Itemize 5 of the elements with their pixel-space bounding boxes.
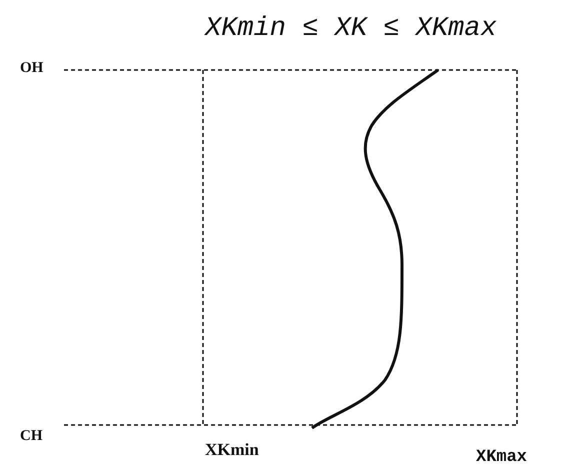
axis-label: XKmin: [205, 440, 259, 460]
axis-label: OH: [20, 60, 44, 77]
axis-label: XKmax: [476, 448, 528, 466]
plot-title: XKmin ≤ XK ≤ XKmax: [205, 14, 497, 44]
axis-label: CH: [20, 428, 42, 445]
